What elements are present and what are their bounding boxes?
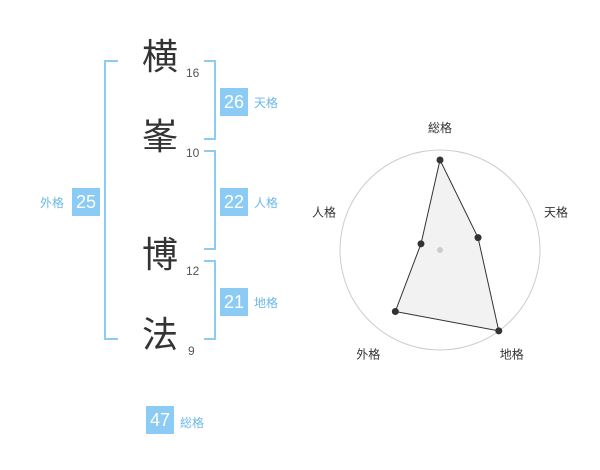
soukaku-label: 総格 xyxy=(180,416,205,430)
kanji-2: 峯 xyxy=(142,117,179,158)
stroke-count-2: 10 xyxy=(186,146,200,160)
stroke-count-1: 16 xyxy=(186,66,200,80)
radar-axis-label: 総格 xyxy=(428,120,452,135)
radar-point-3 xyxy=(495,327,503,335)
radar-axis-label: 天格 xyxy=(544,204,568,219)
jinkaku-label: 人格 xyxy=(254,196,279,210)
soukaku-value: 47 xyxy=(146,406,174,434)
kanji-4: 法 xyxy=(142,315,179,356)
radar-axis-label: 地格 xyxy=(500,347,524,362)
tenkaku-label: 天格 xyxy=(254,96,279,110)
radar-point-5 xyxy=(417,240,425,248)
radar-point-1 xyxy=(436,156,444,164)
tenkaku-value: 26 xyxy=(220,88,248,116)
radar-axis-label: 外格 xyxy=(356,347,380,362)
stroke-count-3: 12 xyxy=(186,264,200,278)
chikaku-bracket xyxy=(204,260,216,340)
kanji-1: 横 xyxy=(142,37,179,78)
jinkaku-bracket xyxy=(204,150,216,250)
stroke-count-4: 9 xyxy=(188,344,195,358)
gaikaku-label: 外格 xyxy=(40,196,65,210)
radar-center-dot xyxy=(437,247,443,253)
chikaku-value: 21 xyxy=(220,288,248,316)
gaikaku-value: 25 xyxy=(72,188,100,216)
tenkaku-bracket xyxy=(204,60,216,140)
gaikaku-bracket xyxy=(104,60,118,340)
jinkaku-value: 22 xyxy=(220,188,248,216)
radar-point-4 xyxy=(391,307,399,315)
chikaku-label: 地格 xyxy=(254,296,279,310)
radar-axis-label: 人格 xyxy=(312,204,336,219)
radar-series-area xyxy=(394,158,500,332)
kanji-3: 博 xyxy=(142,235,179,276)
radar-point-2 xyxy=(474,234,482,242)
